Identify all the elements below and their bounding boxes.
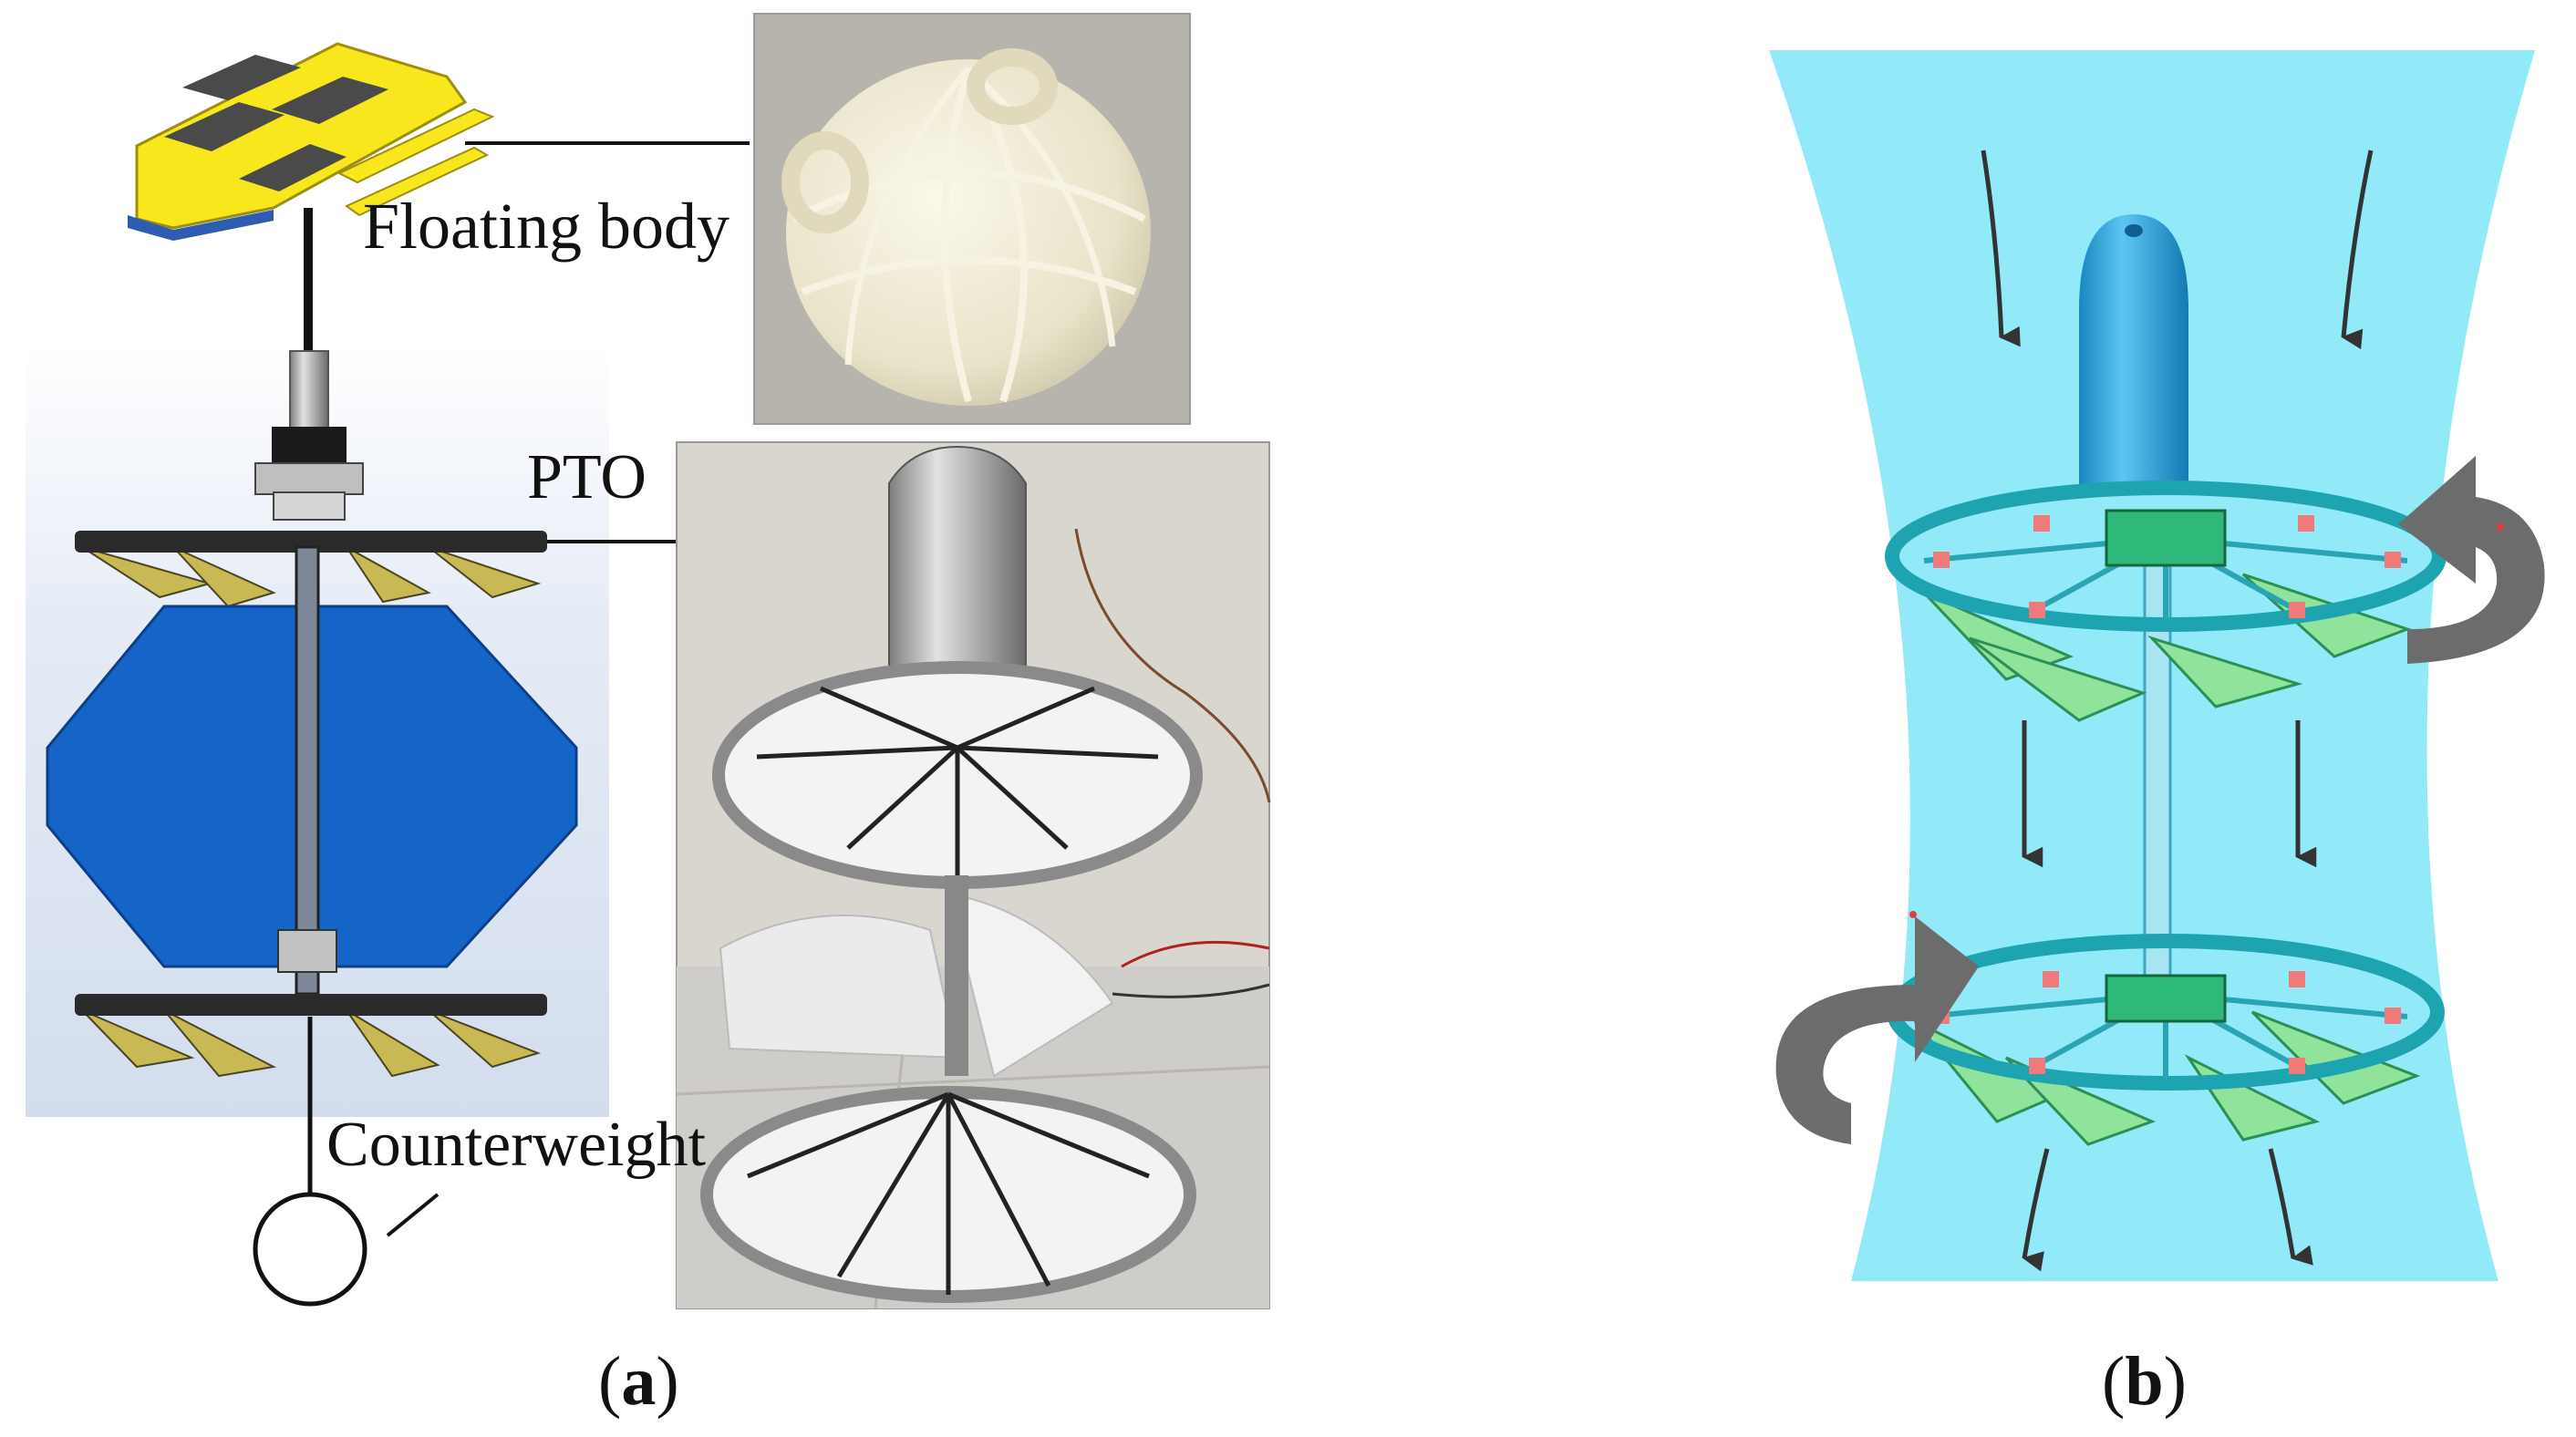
caption-b: (b) (2102, 1343, 2187, 1420)
lower-rotor-cad (75, 929, 547, 1078)
caption-b-close: ) (2164, 1343, 2187, 1420)
caption-b-letter: b (2125, 1343, 2163, 1420)
pto-label: PTO (527, 442, 647, 512)
buoy-photo (753, 13, 1191, 425)
panel-b (1769, 50, 2545, 1281)
curved-rotation-arrow-icon (1775, 456, 2545, 1144)
upper-rotor-cad (75, 531, 547, 608)
counterweight-ball (253, 1192, 367, 1307)
counterweight-leader (386, 1193, 440, 1237)
caption-a-close: ) (656, 1343, 678, 1420)
nose-cone (2079, 214, 2188, 492)
caption-a: (a) (598, 1343, 679, 1420)
connecting-rod (304, 208, 313, 354)
counterweight-label: Counterweight (326, 1110, 707, 1180)
caption-a-letter: a (621, 1343, 656, 1420)
panel-a: Floating body PTO Counterweight (26, 13, 1271, 1309)
pto-housing-cad (254, 350, 364, 521)
floating-body-raft (128, 42, 495, 241)
upper-rotor (1885, 481, 2447, 722)
caption-b-open: ( (2102, 1343, 2125, 1420)
rotor-shaft-cad (295, 545, 320, 996)
floating-body-label: Floating body (363, 190, 729, 263)
downward-flow-arrow-icon (1981, 150, 2374, 1272)
lower-rotor (1887, 934, 2445, 1146)
caption-a-open: ( (598, 1343, 621, 1420)
prototype-photo (676, 441, 1271, 1309)
